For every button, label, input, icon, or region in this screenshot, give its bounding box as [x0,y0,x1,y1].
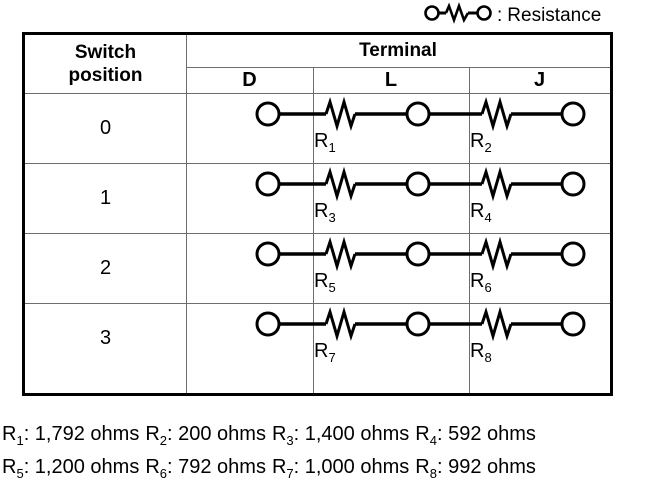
header-switch-position-line1: Switch [74,41,137,63]
divider-d-l [313,67,314,393]
resistor-label-right-subscript: 2 [484,140,492,155]
resistance-value-item: R6: 792 ohms [145,456,266,481]
table-row: 1 R3 R4 [25,163,610,233]
resistor-network: R5 R6 [186,233,610,303]
resistor-network-icon [255,236,586,272]
resistor-network-icon [255,306,586,342]
resistance-value-item: R5: 1,200 ohms [2,456,140,481]
resistor-network-icon [255,96,586,132]
resistance-value-text: : 792 ohms [167,456,266,478]
resistance-value-text: : 592 ohms [436,423,536,445]
header-terminal-l: L [384,68,398,91]
resistance-value-subscript: 4 [429,433,437,448]
resistance-value-item: R4: 592 ohms [415,423,536,448]
resistor-label-right-subscript: 8 [484,350,492,365]
resistor-label-right: R6 [470,271,492,294]
resistor-label-left-symbol: R [314,130,329,152]
resistance-value-subscript: 1 [16,433,24,448]
divider-header-body [25,93,610,94]
resistance-value-symbol: R [415,456,430,478]
table-gridlines [25,35,610,393]
resistor-label-left-subscript: 3 [328,210,336,225]
resistor-symbol-icon [424,1,492,29]
table-row: 2 R5 R6 [25,233,610,303]
switch-position-value: 1 [99,186,112,209]
resistance-value-text: : 1,400 ohms [293,423,410,445]
resistance-value-symbol: R [2,456,17,478]
divider-l-j [469,67,470,393]
resistance-value-symbol: R [271,456,287,478]
resistance-value-item: R8: 992 ohms [415,456,536,481]
resistance-value-text: : 200 ohms [167,423,266,445]
resistor-label-left-subscript: 5 [328,280,336,295]
resistor-label-right-symbol: R [470,200,485,222]
resistance-value-subscript: 3 [286,433,294,448]
switch-position-value: 3 [99,326,112,349]
resistor-label-right-subscript: 4 [484,210,492,225]
resistor-label-left-symbol: R [314,340,329,362]
resistor-label-right-symbol: R [470,270,485,292]
legend-label: Resistance [507,4,602,26]
resistor-network-icon [255,166,586,202]
resistance-value-subscript: 2 [159,433,167,448]
resistance-value-subscript: 7 [286,466,294,481]
resistance-value-item: R2: 200 ohms [145,423,266,448]
resistance-value-item: R7: 1,000 ohms [271,456,410,481]
resistance-value-text: : 992 ohms [436,456,536,478]
resistor-label-left: R1 [314,131,336,154]
resistor-label-left-subscript: 1 [328,140,336,155]
resistor-label-left-subscript: 7 [328,350,336,365]
resistance-value-symbol: R [145,456,160,478]
switch-position-value: 0 [99,116,112,139]
resistance-value-item: R1: 1,792 ohms [2,423,140,448]
table-row: 0 R1 R2 [25,93,610,163]
divider-row-1-2 [25,233,610,234]
resistor-label-right-subscript: 6 [484,280,492,295]
resistor-label-left: R5 [314,271,336,294]
resistance-value-symbol: R [271,423,287,445]
switch-terminal-table: Switch position Terminal D L J 0 R1 R2 1 [22,32,613,396]
resistor-network: R3 R4 [186,163,610,233]
legend-separator: : [497,4,503,26]
resistance-value-text: : 1,000 ohms [293,456,410,478]
legend: : Resistance [424,1,602,29]
divider-row-2-3 [25,303,610,304]
resistance-value-item: R3: 1,400 ohms [271,423,410,448]
header-terminal-d: D [242,68,257,91]
resistor-label-right: R8 [470,341,492,364]
divider-row-0-1 [25,163,610,164]
resistor-label-right-symbol: R [470,340,485,362]
divider-switch-terminal [186,35,187,393]
header-terminal: Terminal [359,40,437,61]
resistance-value-text: : 1,792 ohms [23,423,140,445]
table-row: 3 R7 R8 [25,303,610,373]
resistor-label-right: R2 [470,131,492,154]
resistor-label-left: R7 [314,341,336,364]
header-switch-position: Switch position [25,35,186,93]
resistor-label-left-symbol: R [314,270,329,292]
switch-position-value: 2 [99,256,112,279]
resistor-label-left: R3 [314,201,336,224]
header-terminal-j: J [533,68,546,91]
header-switch-position-line2: position [68,65,143,86]
resistance-value-subscript: 6 [159,466,167,481]
resistor-label-left-symbol: R [314,200,329,222]
divider-terminal-sub [186,67,610,68]
resistance-value-symbol: R [2,423,17,445]
resistor-label-right: R4 [470,201,492,224]
resistance-value-text: : 1,200 ohms [23,456,140,478]
resistance-value-symbol: R [415,423,430,445]
resistor-label-right-symbol: R [470,130,485,152]
resistor-network: R7 R8 [186,303,610,373]
resistor-network: R1 R2 [186,93,610,163]
resistance-value-subscript: 8 [429,466,437,481]
resistance-value-subscript: 5 [16,466,24,481]
resistance-value-symbol: R [145,423,160,445]
